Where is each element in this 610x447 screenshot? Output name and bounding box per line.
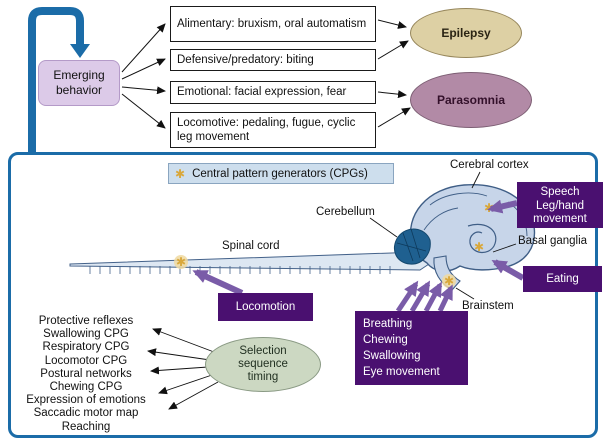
cpg-item-swallowing-cpg: Swallowing CPG <box>43 328 129 341</box>
speech-label: Speech <box>540 186 580 198</box>
locomotion-label: Locomotion <box>235 301 296 313</box>
parasomnia-ellipse: Parasomnia <box>410 72 532 128</box>
label-cerebellum: Cerebellum <box>316 206 375 218</box>
cerebellum-folia-lines <box>396 228 427 262</box>
cpg-item-saccadic-motor-map: Saccadic motor map <box>33 407 139 420</box>
behavior-label-defensive: Defensive/predatory: biting <box>177 53 314 66</box>
cpg-item-expression-of-emotions: Expression of emotions <box>26 394 146 407</box>
basal-ganglia-swirl <box>467 223 497 253</box>
selection-line-1: Selection <box>239 345 287 357</box>
cpg-item-postural-networks: Postural networks <box>40 367 132 380</box>
anatomy-pointer-lines <box>369 171 517 300</box>
chewing-label: Chewing <box>363 334 408 346</box>
cpg-item-locomotor-cpg: Locomotor CPG <box>44 354 128 367</box>
emerging-behavior-box: Emerging behavior <box>38 60 120 106</box>
label-basal-ganglia: Basal ganglia <box>518 235 588 247</box>
behavior-box-alimentary: Alimentary: bruxism, oral automatism <box>170 6 376 42</box>
cpg-legend-star-icon: ✱ <box>175 166 186 181</box>
selection-line-3: timing <box>247 371 279 383</box>
selection-to-list-arrows <box>147 328 219 410</box>
function-box-speech: Speech Leg/hand movement <box>517 182 603 228</box>
cpg-legend-label: Central pattern generators (CPGs) <box>192 167 368 180</box>
cpg-item-protective-reflexes: Protective reflexes <box>38 315 134 327</box>
cpg-item-reaching: Reaching <box>61 420 111 433</box>
behavior-box-locomotive: Locomotive: pedaling, fugue, cyclic leg … <box>170 112 376 148</box>
epilepsy-ellipse: Epilepsy <box>410 8 522 58</box>
eye-movement-label: Eye movement <box>363 366 440 378</box>
cerebellum-shape <box>394 228 431 265</box>
behavior-box-defensive: Defensive/predatory: biting <box>170 49 376 71</box>
swallowing-label: Swallowing <box>363 350 421 362</box>
leg-hand-movement-label: Leg/hand movement <box>533 200 587 225</box>
breathing-label: Breathing <box>363 318 413 330</box>
cpg-star-spinal-cord-icon: ✱ <box>176 255 186 269</box>
cpg-star-brainstem-icon: ✱ <box>444 274 454 288</box>
spinal-cord-shape <box>69 251 433 274</box>
behavior-label-alimentary: Alimentary: bruxism, oral automatism <box>177 17 367 30</box>
function-box-locomotion: Locomotion <box>218 293 313 321</box>
cpg-list: Protective reflexes Swallowing CPG Respi… <box>0 315 172 434</box>
selection-line-2: sequence <box>238 358 288 370</box>
eating-label: Eating <box>546 273 579 285</box>
behavior-to-outcome-arrows <box>377 19 411 128</box>
cerebrum-shape <box>409 184 536 272</box>
function-arrows <box>192 199 525 313</box>
parasomnia-label: Parasomnia <box>436 93 506 107</box>
label-brainstem: Brainstem <box>462 300 514 312</box>
behavior-box-emotional: Emotional: facial expression, fear <box>170 81 376 104</box>
label-cerebral-cortex: Cerebral cortex <box>450 159 529 171</box>
label-spinal-cord: Spinal cord <box>222 240 280 252</box>
feedback-arrow <box>28 7 90 153</box>
selection-ellipse: Selection sequence timing <box>205 337 321 392</box>
function-box-eating: Eating <box>523 266 602 292</box>
cpg-item-chewing-cpg: Chewing CPG <box>49 381 123 394</box>
function-box-brainstem-functions: Breathing Chewing Swallowing Eye movemen… <box>355 311 468 385</box>
behavior-label-locomotive: Locomotive: pedaling, fugue, cyclic leg … <box>177 116 356 143</box>
behavior-label-emotional: Emotional: facial expression, fear <box>177 86 347 99</box>
cpg-star-basal-ganglia-icon: ✱ <box>474 240 484 254</box>
epilepsy-label: Epilepsy <box>441 26 491 40</box>
emerging-behavior-label: Emerging behavior <box>53 68 105 97</box>
cpg-item-respiratory-cpg: Respiratory CPG <box>42 341 130 354</box>
emerging-to-behavior-arrows <box>121 23 166 129</box>
cpg-legend: ✱ Central pattern generators (CPGs) <box>168 163 394 184</box>
